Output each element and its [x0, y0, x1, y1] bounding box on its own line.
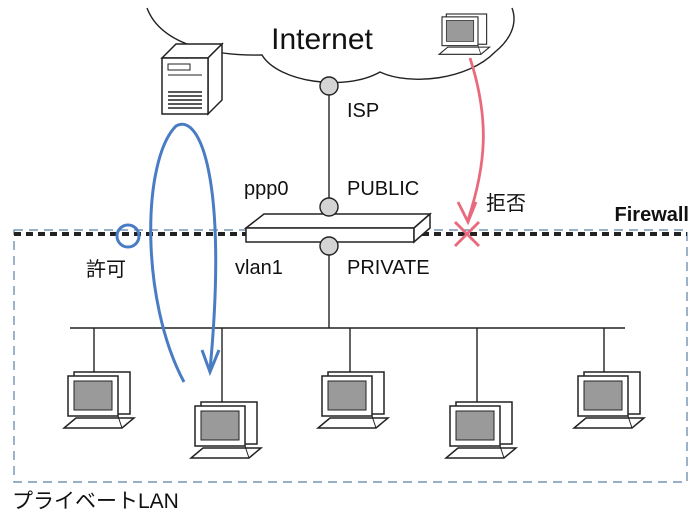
deny-label: 拒否	[486, 192, 526, 215]
computer-icon	[63, 371, 135, 429]
private-lan-label: プライベートLAN	[12, 490, 179, 513]
computer-icon	[317, 371, 389, 429]
server-icon	[160, 42, 224, 116]
deny-cross-icon	[454, 221, 480, 247]
router-icon	[243, 212, 432, 244]
private-interface-node	[319, 236, 339, 256]
isp-node	[319, 76, 339, 96]
internet-label: Internet	[271, 23, 373, 56]
allow-arrow	[149, 122, 218, 383]
allow-circle-icon	[115, 223, 141, 249]
computer-icon	[190, 401, 262, 459]
private-label: PRIVATE	[347, 257, 430, 279]
vlan1-label: vlan1	[235, 257, 283, 279]
computer-icon	[445, 401, 517, 459]
public-label: PUBLIC	[347, 178, 419, 200]
allow-label: 許可	[86, 258, 126, 281]
deny-arrow	[466, 57, 485, 221]
public-interface-node	[319, 197, 339, 217]
deny-arrowhead	[456, 201, 478, 226]
isp-label: ISP	[347, 100, 379, 122]
ppp0-label: ppp0	[244, 178, 289, 200]
firewall-label: Firewall	[615, 204, 689, 226]
allow-arrowhead	[200, 349, 221, 377]
computer-icon	[438, 13, 491, 55]
computer-icon	[573, 371, 645, 429]
